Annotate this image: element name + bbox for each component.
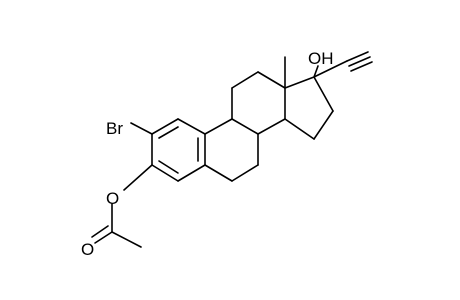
bond bbox=[177, 164, 206, 182]
bond bbox=[231, 71, 259, 89]
hydroxyl-label: OH bbox=[308, 49, 334, 68]
carbonyl-double-bond bbox=[94, 231, 113, 244]
inner-aromatic-bond bbox=[158, 126, 179, 139]
bromine-label: Br bbox=[106, 119, 123, 138]
ester-oxygen-bond bbox=[123, 164, 153, 191]
bond bbox=[204, 164, 233, 182]
bond bbox=[231, 118, 259, 135]
acetyl-methyl-bond bbox=[111, 231, 142, 248]
ethynyl-triple-bond bbox=[346, 51, 369, 62]
bond bbox=[313, 110, 334, 140]
bond bbox=[231, 164, 259, 182]
bond-lines bbox=[91, 51, 373, 248]
bond bbox=[284, 118, 315, 140]
bond bbox=[284, 76, 315, 89]
bond bbox=[151, 118, 179, 135]
ethynyl-triple-bond bbox=[348, 56, 371, 67]
bond bbox=[177, 118, 206, 135]
bond bbox=[313, 76, 334, 112]
atom-labels: Br OH O O bbox=[81, 49, 334, 259]
inner-aromatic-bond bbox=[158, 160, 179, 174]
carbonyl-oxygen-label: O bbox=[81, 240, 94, 259]
bromine-bond bbox=[130, 122, 153, 135]
bond bbox=[257, 71, 286, 89]
ester-oxygen-label: O bbox=[106, 189, 119, 208]
carbonyl-double-bond bbox=[91, 225, 109, 238]
bond bbox=[257, 118, 286, 135]
ethynyl-triple-bond bbox=[350, 61, 373, 72]
bond bbox=[151, 164, 179, 182]
ethynyl-bond bbox=[313, 60, 348, 78]
hydroxyl-bond bbox=[313, 65, 319, 78]
bond bbox=[204, 118, 233, 135]
